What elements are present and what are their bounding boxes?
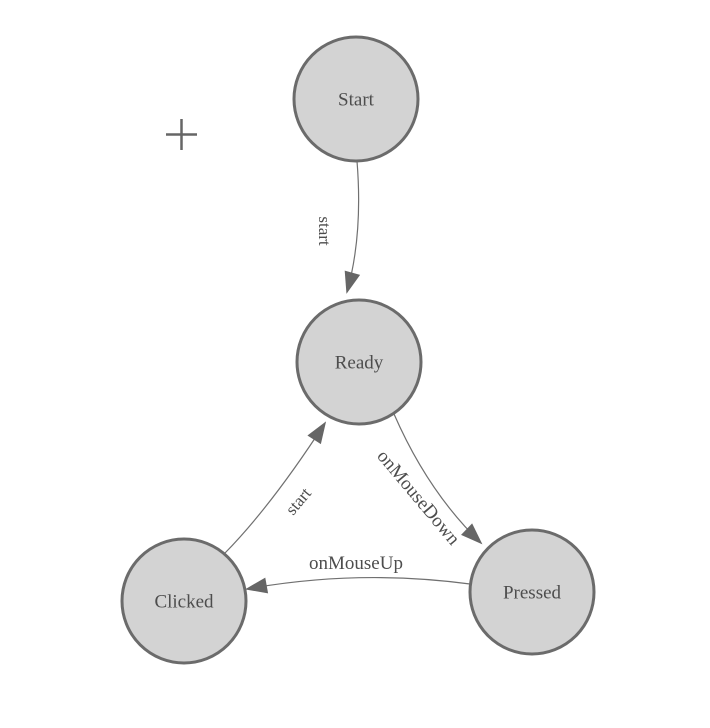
state-node-start-label: Start xyxy=(338,90,375,111)
state-node-clicked-circle[interactable] xyxy=(120,537,248,665)
state-node-pressed-circle[interactable] xyxy=(468,528,596,656)
state-node-pressed-label: Pressed xyxy=(503,583,562,604)
state-node-ready-label: Ready xyxy=(335,353,384,374)
edge-ready-to-pressed[interactable] xyxy=(393,413,483,545)
state-node-start[interactable]: Start xyxy=(292,35,420,163)
state-node-ready-circle[interactable] xyxy=(295,298,423,426)
state-node-start-circle[interactable] xyxy=(292,35,420,163)
edge-pressed-to-clicked[interactable] xyxy=(245,577,471,594)
state-node-clicked[interactable]: Clicked xyxy=(120,537,248,665)
edge-label-pressed-to-clicked: onMouseUp xyxy=(309,553,403,574)
edge-label-start-to-ready: start xyxy=(315,216,334,246)
state-node-pressed[interactable]: Pressed xyxy=(468,528,596,656)
state-node-clicked-label: Clicked xyxy=(154,592,214,613)
edge-clicked-to-ready[interactable] xyxy=(224,421,327,554)
state-node-ready[interactable]: Ready xyxy=(295,298,423,426)
edge-label-clicked-to-ready: start xyxy=(282,484,316,519)
plus-crosshair-icon xyxy=(166,119,197,150)
edge-start-to-ready[interactable] xyxy=(344,160,361,294)
